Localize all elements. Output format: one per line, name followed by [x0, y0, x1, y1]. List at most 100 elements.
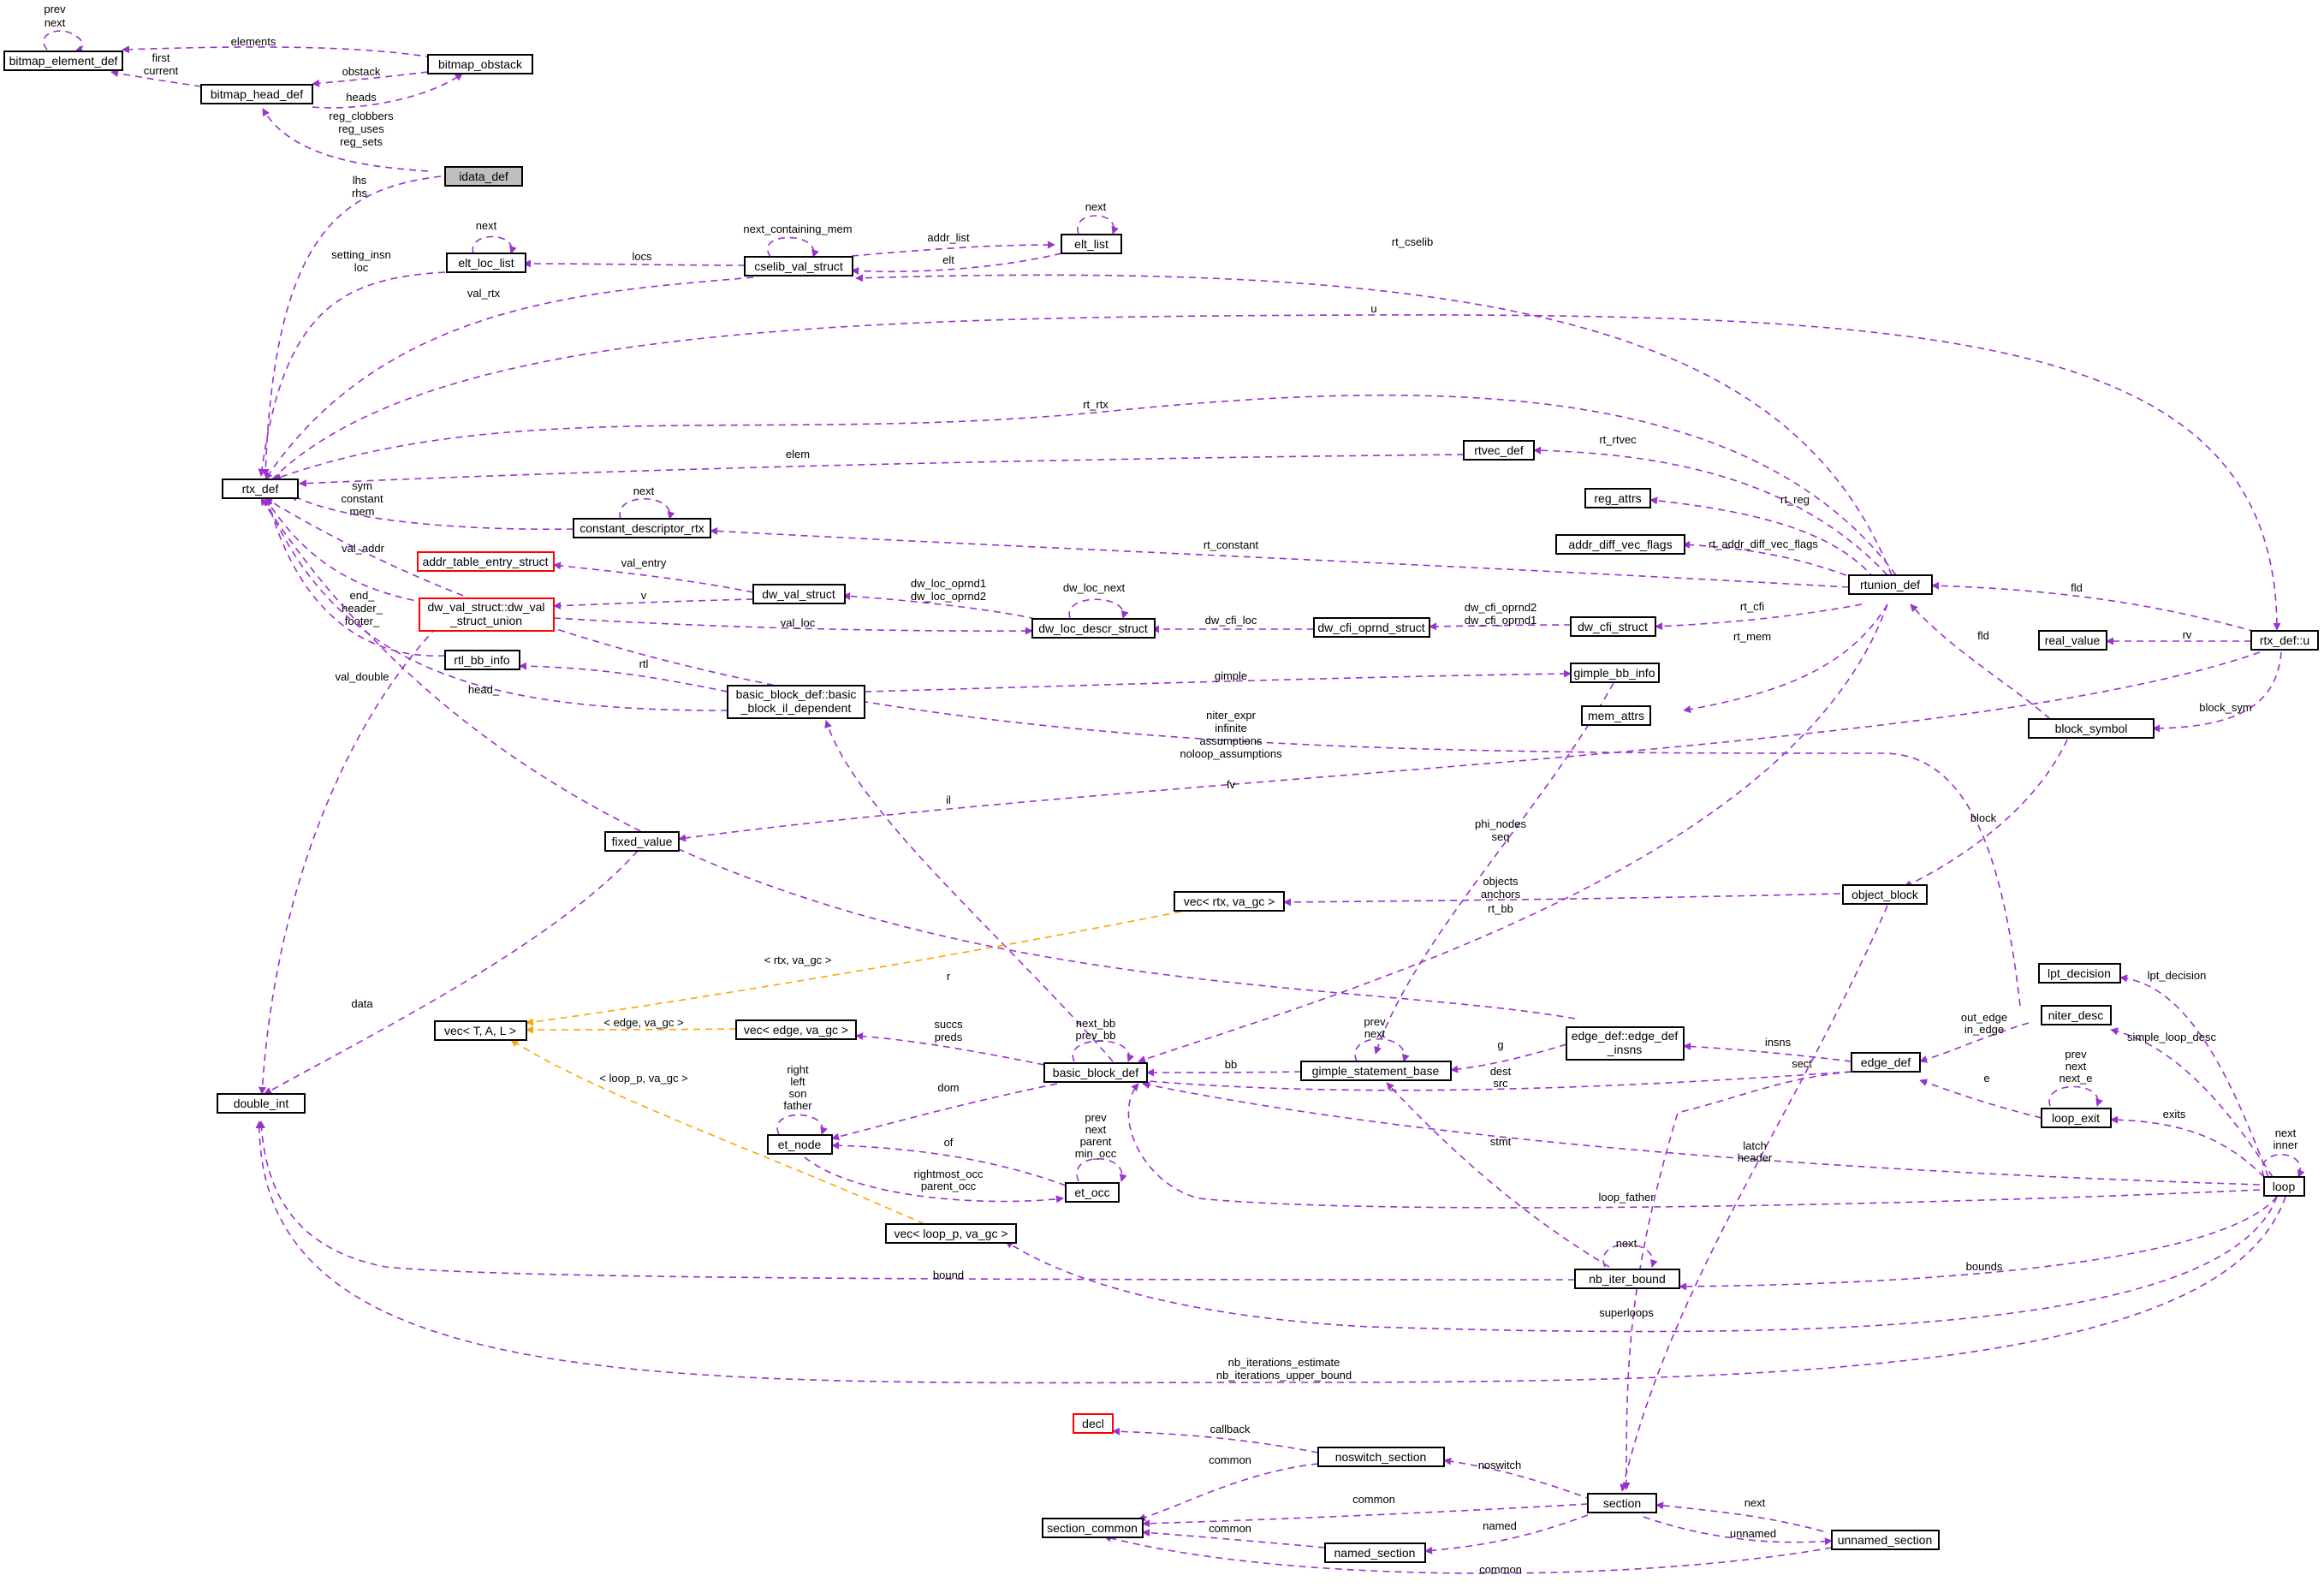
node-dw-val-struct-union[interactable]: dw_val_struct::dw_val_struct_union — [419, 597, 555, 632]
edge-niter-desc-out-in-edge: out_edge in_edge — [1919, 1011, 2030, 1063]
svg-text:dw_val_struct::dw_val: dw_val_struct::dw_val — [428, 600, 545, 614]
node-object-block[interactable]: object_block — [1842, 884, 1928, 905]
edge-label: sect — [1792, 1057, 1812, 1070]
node-named-section[interactable]: named_section — [1324, 1542, 1426, 1563]
node-dw-loc-descr-struct[interactable]: dw_loc_descr_struct — [1031, 618, 1156, 639]
node-gimple-statement-base[interactable]: gimple_statement_base — [1300, 1061, 1452, 1081]
edge-dw-loc-descr-oprnd: dw_loc_oprnd1 dw_loc_oprnd2 — [842, 577, 1037, 620]
node-dw-cfi-struct[interactable]: dw_cfi_struct — [1570, 616, 1656, 637]
edge-block-symbol-block: block — [1904, 739, 2068, 888]
node-elt-list[interactable]: elt_list — [1061, 234, 1122, 254]
node-vec-T-A-L[interactable]: vec< T, A, L > — [434, 1020, 527, 1041]
node-decl[interactable]: decl — [1073, 1413, 1114, 1434]
node-real-value[interactable]: real_value — [2038, 630, 2107, 651]
node-vec-edge-va-gc[interactable]: vec< edge, va_gc > — [735, 1019, 857, 1040]
node-section-common[interactable]: section_common — [1042, 1518, 1144, 1538]
node-et-node[interactable]: et_node — [767, 1134, 833, 1155]
node-edge-def[interactable]: edge_def — [1851, 1052, 1921, 1073]
edge-named-section-common: common — [1142, 1522, 1326, 1548]
edge-edge-def-insns: insns — [1683, 1036, 1852, 1062]
node-loop[interactable]: loop — [2263, 1176, 2305, 1197]
edge-et-occ-self: prev next parent min_occ — [1075, 1111, 1127, 1182]
node-idata-def[interactable]: idata_def — [444, 166, 523, 187]
node-vec-rtx-va-gc[interactable]: vec< rtx, va_gc > — [1174, 891, 1285, 912]
edge-unnamed-common: common — [1103, 1534, 1833, 1576]
edge-label: common — [1209, 1453, 1251, 1466]
edge-bitmap-head-obstack: obstack — [312, 65, 429, 87]
node-noswitch-section[interactable]: noswitch_section — [1317, 1447, 1445, 1467]
edge-bitmap-head-first-current: first current — [110, 51, 202, 87]
svg-text:et_occ: et_occ — [1074, 1186, 1109, 1199]
node-gimple-bb-info[interactable]: gimple_bb_info — [1570, 663, 1660, 683]
node-rtvec-def[interactable]: rtvec_def — [1463, 440, 1535, 461]
edge-label: nb_iterations_upper_bound — [1216, 1369, 1352, 1382]
edge-gimple-stmt-bb: bb — [1146, 1058, 1302, 1077]
edge-rtunion-rt-rtx: rt_rtx — [273, 394, 1897, 576]
edge-et-occ-of: of — [831, 1136, 1067, 1186]
svg-text:gimple_bb_info: gimple_bb_info — [1574, 666, 1655, 680]
edge-label: anchors — [1481, 888, 1521, 900]
edge-object-block-sect — [1620, 905, 1888, 1492]
edge-rtunion-rt-addr-diff: rt_addr_diff_vec_flags — [1682, 538, 1858, 580]
edge-label: parent_occ — [921, 1180, 977, 1192]
edge-gimple-stmt-prev-next: prev next — [1354, 1015, 1410, 1062]
node-fixed-value[interactable]: fixed_value — [604, 831, 680, 852]
node-dw-val-struct[interactable]: dw_val_struct — [752, 584, 846, 604]
edge-bb-loop-father: loop_father — [1127, 1083, 2261, 1209]
edge-label: lpt_decision — [2148, 969, 2207, 982]
node-rtl-bb-info[interactable]: rtl_bb_info — [444, 650, 520, 670]
node-niter-desc[interactable]: niter_desc — [2041, 1005, 2112, 1025]
edge-section-unnamed: unnamed — [1643, 1516, 1833, 1546]
edge-label: mem — [350, 505, 375, 518]
edge-label: son — [789, 1087, 807, 1100]
edge-label: val_addr — [342, 542, 385, 555]
node-bitmap-element-def[interactable]: bitmap_element_def — [3, 51, 123, 71]
node-addr-table-entry-struct[interactable]: addr_table_entry_struct — [417, 551, 555, 572]
node-nb-iter-bound[interactable]: nb_iter_bound — [1574, 1269, 1680, 1289]
edge-section-sect: sect — [1622, 1057, 1852, 1490]
node-dw-cfi-oprnd-struct[interactable]: dw_cfi_oprnd_struct — [1313, 617, 1430, 638]
node-rtunion-def[interactable]: rtunion_def — [1848, 574, 1933, 595]
node-addr-diff-vec-flags[interactable]: addr_diff_vec_flags — [1555, 534, 1685, 555]
node-basic-block-def[interactable]: basic_block_def — [1043, 1062, 1148, 1083]
edge-label: prev — [44, 3, 66, 15]
node-loop-exit[interactable]: loop_exit — [2041, 1108, 2112, 1128]
node-reg-attrs[interactable]: reg_attrs — [1584, 488, 1651, 508]
node-cselib-val-struct[interactable]: cselib_val_struct — [744, 256, 853, 276]
node-unnamed-section[interactable]: unnamed_section — [1831, 1530, 1940, 1550]
edge-label: of — [944, 1136, 954, 1149]
edge-label: bound — [933, 1269, 964, 1281]
node-lpt-decision[interactable]: lpt_decision — [2038, 963, 2121, 984]
node-basic-block-il-dependent[interactable]: basic_block_def::basic_block_il_dependen… — [727, 685, 865, 719]
edge-label: superloops — [1599, 1306, 1654, 1319]
edge-label: rt_reg — [1780, 493, 1810, 506]
edge-edge-def-insns-r: r — [260, 497, 1576, 1019]
node-block-symbol[interactable]: block_symbol — [2028, 718, 2155, 739]
node-et-occ[interactable]: et_occ — [1065, 1182, 1120, 1203]
node-bitmap-head-def[interactable]: bitmap_head_def — [200, 84, 313, 104]
edge-label: elt — [942, 253, 954, 266]
node-elt-loc-list[interactable]: elt_loc_list — [446, 253, 526, 273]
node-double-int[interactable]: double_int — [217, 1093, 306, 1114]
node-constant-descriptor-rtx[interactable]: constant_descriptor_rtx — [573, 518, 711, 538]
node-rtx-def-u[interactable]: rtx_def::u — [2250, 630, 2319, 651]
node-section[interactable]: section — [1587, 1493, 1657, 1513]
edge-label: unnamed — [1730, 1527, 1776, 1540]
node-mem-attrs[interactable]: mem_attrs — [1581, 705, 1651, 726]
edge-loop-exits: exits — [2110, 1108, 2265, 1178]
edge-label: left — [790, 1075, 805, 1088]
edge-section-named: named — [1424, 1514, 1589, 1554]
edge-label: header — [1738, 1151, 1773, 1164]
edge-label: callback — [1210, 1423, 1251, 1435]
svg-text:elt_loc_list: elt_loc_list — [458, 256, 514, 270]
node-bitmap-obstack[interactable]: bitmap_obstack — [427, 54, 533, 74]
edge-label: val_rtx — [467, 287, 501, 300]
edge-label: fv — [1227, 778, 1236, 791]
node-vec-loop-p-va-gc[interactable]: vec< loop_p, va_gc > — [885, 1223, 1017, 1244]
node-edge-def-insns[interactable]: edge_def::edge_def_insns — [1566, 1026, 1685, 1061]
svg-text:rtvec_def: rtvec_def — [1474, 443, 1524, 457]
edge-label: min_occ — [1075, 1147, 1117, 1160]
edge-block-symbol-fld: fld — [1910, 603, 2051, 720]
edge-cselib-next-containing-mem: next_containing_mem — [743, 223, 853, 258]
node-rtx-def[interactable]: rtx_def — [222, 478, 299, 499]
